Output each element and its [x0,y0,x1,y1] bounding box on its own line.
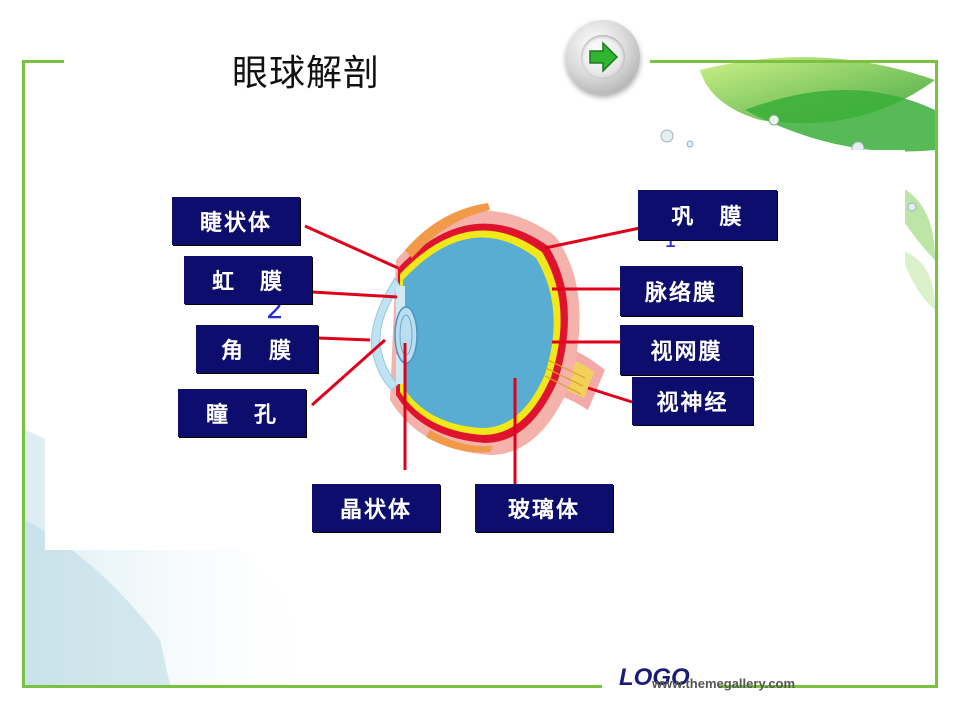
label-cornea: 角 膜 [196,325,318,373]
label-retina: 视网膜 [620,325,753,375]
leaf-shape [900,250,935,310]
lower-muscle [426,430,493,453]
frame-top-right [650,60,938,63]
label-sclera: 巩 膜 [638,190,777,240]
label-lens: 晶状体 [312,484,440,532]
frame-left [22,60,25,688]
upper-muscle [405,203,490,258]
pointer-pupil [311,338,386,407]
water-drop [660,129,674,143]
pointer-sclera [544,226,641,250]
water-drop [686,140,694,148]
next-button[interactable] [566,20,640,94]
arrow-right-icon [589,41,619,73]
pointer-ciliary-body [304,224,399,270]
label-ciliary-body: 睫状体 [172,197,300,245]
pointer-iris [311,290,398,299]
frame-top-left [22,60,64,63]
label-vitreous: 玻璃体 [475,484,613,532]
frame-bottom-left [22,685,602,688]
frame-right [935,60,938,688]
label-optic-nerve: 视神经 [632,377,753,425]
water-drop [768,114,780,126]
pointer-cornea [317,336,371,342]
frame-bottom-right [718,685,938,688]
iris [396,286,405,318]
water-drop [907,202,917,212]
page-title: 眼球解剖 [232,53,381,94]
label-iris: 虹 膜 [184,256,312,304]
pointer-optic-nerve [587,386,633,404]
logo-text: LOGO [619,664,690,691]
label-choroid: 脉络膜 [620,266,742,316]
mist-shape [25,520,170,685]
website-url: www.themegallery.com [652,676,796,691]
label-pupil: 瞳 孔 [178,389,306,437]
iris-lower [396,354,405,384]
leaf-shape [745,90,935,152]
